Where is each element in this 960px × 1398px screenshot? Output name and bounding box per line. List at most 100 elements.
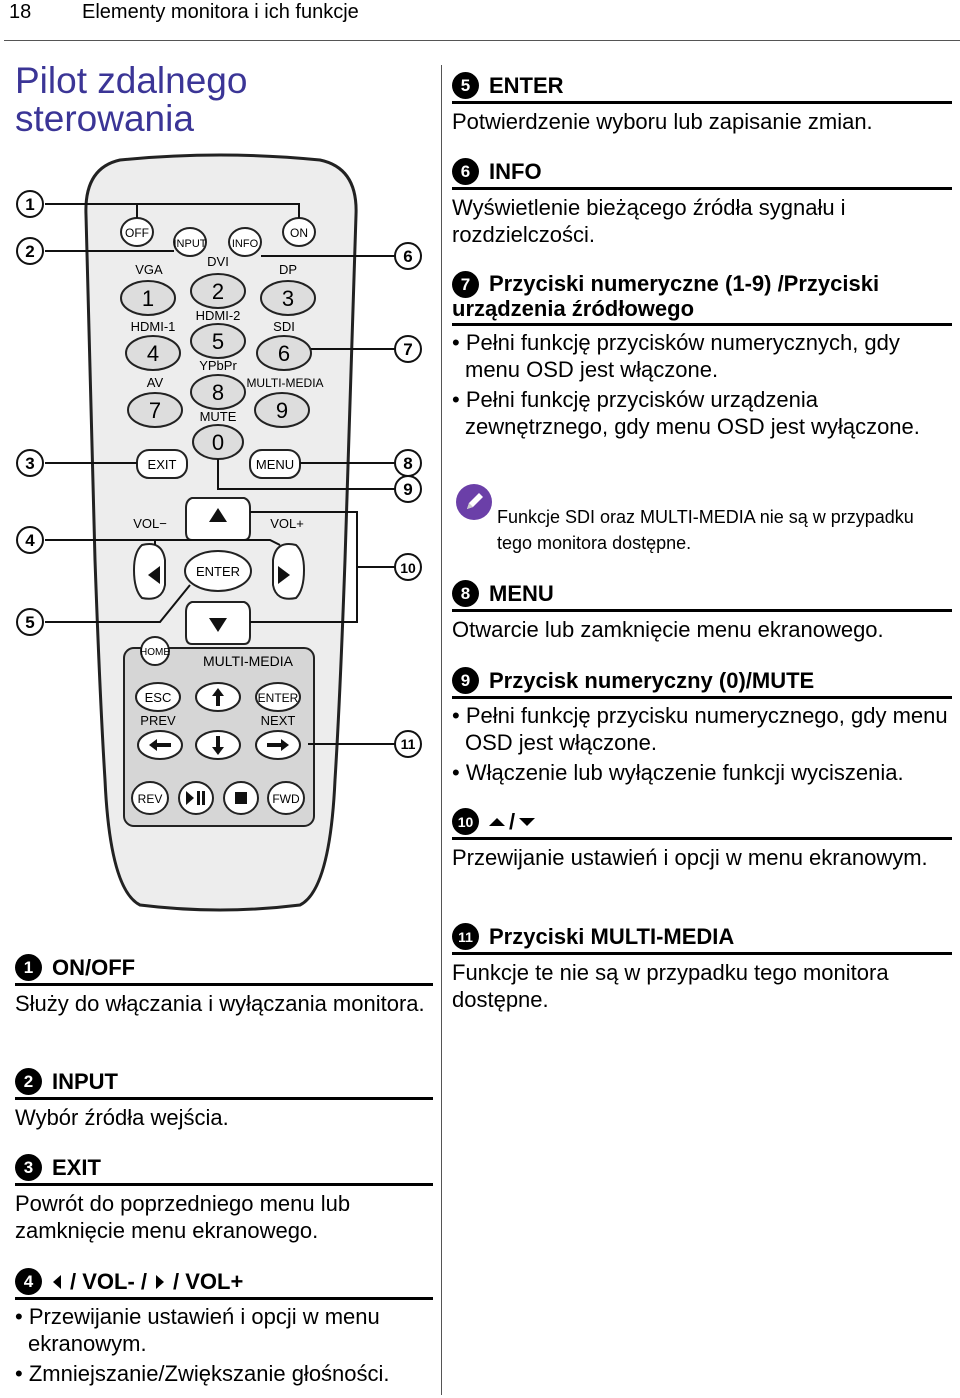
svg-text:VGA: VGA <box>135 262 163 277</box>
section-body: Powrót do poprzedniego menu lub zamknięc… <box>15 1191 351 1243</box>
info-button-label: INFO <box>232 238 259 250</box>
svg-text:HDMI-1: HDMI-1 <box>131 319 176 334</box>
section-title: / VOL- / <box>70 1268 147 1294</box>
svg-text:9: 9 <box>403 480 412 499</box>
section-body: Otwarcie lub zamknięcie menu ekranowego. <box>452 617 884 642</box>
section-updown: 10 / Przewijanie ustawień i opcji w menu… <box>452 808 952 871</box>
section-title: INFO <box>489 158 542 184</box>
svg-text:1: 1 <box>25 195 34 214</box>
bullet-item: • Pełni funkcję przycisków urządzenia ze… <box>452 387 920 439</box>
svg-text:HOME: HOME <box>140 647 170 658</box>
bullet-item: • Włączenie lub wyłączenie funkcji wycis… <box>452 760 904 785</box>
section-number: 10 <box>452 808 479 835</box>
page-title: Pilot zdalnego sterowania <box>15 60 248 139</box>
svg-text:8: 8 <box>212 380 224 405</box>
svg-text:PREV: PREV <box>140 713 176 728</box>
section-number: 2 <box>15 1068 42 1095</box>
section-body: Funkcje te nie są w przypadku tego monit… <box>452 960 889 1012</box>
up-triangle-icon <box>489 817 505 826</box>
section-number: 1 <box>15 954 42 981</box>
svg-text:DP: DP <box>279 262 297 277</box>
section-number: 11 <box>452 923 479 950</box>
svg-text:4: 4 <box>25 531 35 550</box>
svg-text:ESC: ESC <box>145 690 172 705</box>
section-number: 7 <box>452 271 479 298</box>
section-number: 8 <box>452 580 479 607</box>
section-title: Przyciski numeryczne (1-9) /Przyciski ur… <box>452 271 880 321</box>
svg-text:1: 1 <box>142 286 154 311</box>
section-number: 6 <box>452 158 479 185</box>
section-enter: 5 ENTER Potwierdzenie wyboru lub zapisani… <box>452 72 952 135</box>
number-buttons: 1 2 3 4 5 6 7 8 9 0 <box>120 273 316 460</box>
page-header: 18 Elementy monitora i ich funkcje <box>0 0 960 40</box>
page-number: 18 <box>9 1 32 23</box>
svg-text:ENTER: ENTER <box>196 564 240 579</box>
svg-text:VOL−: VOL− <box>133 516 167 531</box>
pencil-icon <box>456 484 492 520</box>
bullet-item: • Przewijanie ustawień i opcji w menu ek… <box>15 1304 380 1356</box>
section-number: 9 <box>452 667 479 694</box>
section-body: Potwierdzenie wyboru lub zapisanie zmian… <box>452 109 873 134</box>
section-on-off: 1 ON/OFF Służy do włączania i wyłączania … <box>15 954 433 1017</box>
svg-text:10: 10 <box>400 560 416 576</box>
callout-numbers: 1 2 3 4 5 6 7 8 9 10 11 <box>16 190 422 758</box>
svg-text:FWD: FWD <box>272 792 300 806</box>
svg-text:5: 5 <box>25 613 34 632</box>
svg-text:4: 4 <box>147 341 159 366</box>
off-button-label: OFF <box>125 226 149 240</box>
section-title: ENTER <box>489 72 564 98</box>
section-body: Przewijanie ustawień i opcji w menu ekra… <box>452 845 928 870</box>
svg-text:3: 3 <box>282 286 294 311</box>
chapter-title: Elementy monitora i ich funkcje <box>82 1 359 23</box>
bullet-item: • Pełni funkcję przycisków numerycznych,… <box>452 330 900 382</box>
section-title: ON/OFF <box>52 954 136 980</box>
svg-text:DVI: DVI <box>207 254 229 269</box>
section-body: Służy do włączania i wyłączania monitora… <box>15 991 425 1016</box>
svg-text:REV: REV <box>138 792 163 806</box>
section-title: INPUT <box>52 1068 118 1094</box>
section-info: 6 INFO Wyświetlenie bieżącego źródła sygn… <box>452 158 952 248</box>
on-button-label: ON <box>290 226 308 240</box>
svg-text:7: 7 <box>403 340 412 359</box>
section-multimedia: 11 Przyciski MULTI-MEDIA Funkcje te nie s… <box>452 923 952 1013</box>
bullet-item: • Pełni funkcję przycisku numerycznego, … <box>452 703 948 755</box>
section-body: Wyświetlenie bieżącego źródła sygnału i … <box>452 195 846 247</box>
header-divider <box>4 40 960 41</box>
section-input: 2 INPUT Wybór źródła wejścia. <box>15 1068 433 1131</box>
section-exit: 3 EXIT Powrót do poprzedniego menu lub za… <box>15 1154 433 1244</box>
svg-text:8: 8 <box>403 454 412 473</box>
left-triangle-icon <box>53 1274 61 1289</box>
section-number: 3 <box>15 1154 42 1181</box>
svg-text:2: 2 <box>25 242 34 261</box>
section-title: / <box>509 808 516 834</box>
bullet-item: • Zmniejszanie/Zwiększanie głośności. <box>15 1361 390 1386</box>
svg-text:HDMI-2: HDMI-2 <box>196 308 241 323</box>
section-number: 5 <box>452 72 479 99</box>
svg-text:ENTER: ENTER <box>258 691 299 705</box>
svg-text:5: 5 <box>212 329 224 354</box>
section-title: EXIT <box>52 1154 101 1180</box>
svg-text:6: 6 <box>278 341 290 366</box>
svg-text:9: 9 <box>276 398 288 423</box>
svg-text:MENU: MENU <box>256 457 294 472</box>
svg-text:6: 6 <box>403 247 412 266</box>
svg-text:VOL+: VOL+ <box>270 516 304 531</box>
svg-text:2: 2 <box>212 279 224 304</box>
section-title: Przyciski MULTI-MEDIA <box>489 923 735 949</box>
svg-text:7: 7 <box>149 398 161 423</box>
svg-text:0: 0 <box>212 430 224 455</box>
svg-text:SDI: SDI <box>273 319 295 334</box>
section-vol: 4 / VOL- / / VOL+ • Przewijanie ustawień… <box>15 1268 433 1387</box>
svg-text:MUTE: MUTE <box>200 409 237 424</box>
section-title-2: / VOL+ <box>173 1268 244 1294</box>
svg-text:11: 11 <box>401 736 416 752</box>
note-text: Funkcje SDI oraz MULTI-MEDIA nie są w pr… <box>497 507 914 553</box>
svg-text:AV: AV <box>147 375 164 390</box>
column-divider <box>441 65 442 1395</box>
svg-text:3: 3 <box>25 454 34 473</box>
section-body: Wybór źródła wejścia. <box>15 1105 229 1130</box>
svg-text:EXIT: EXIT <box>148 457 177 472</box>
